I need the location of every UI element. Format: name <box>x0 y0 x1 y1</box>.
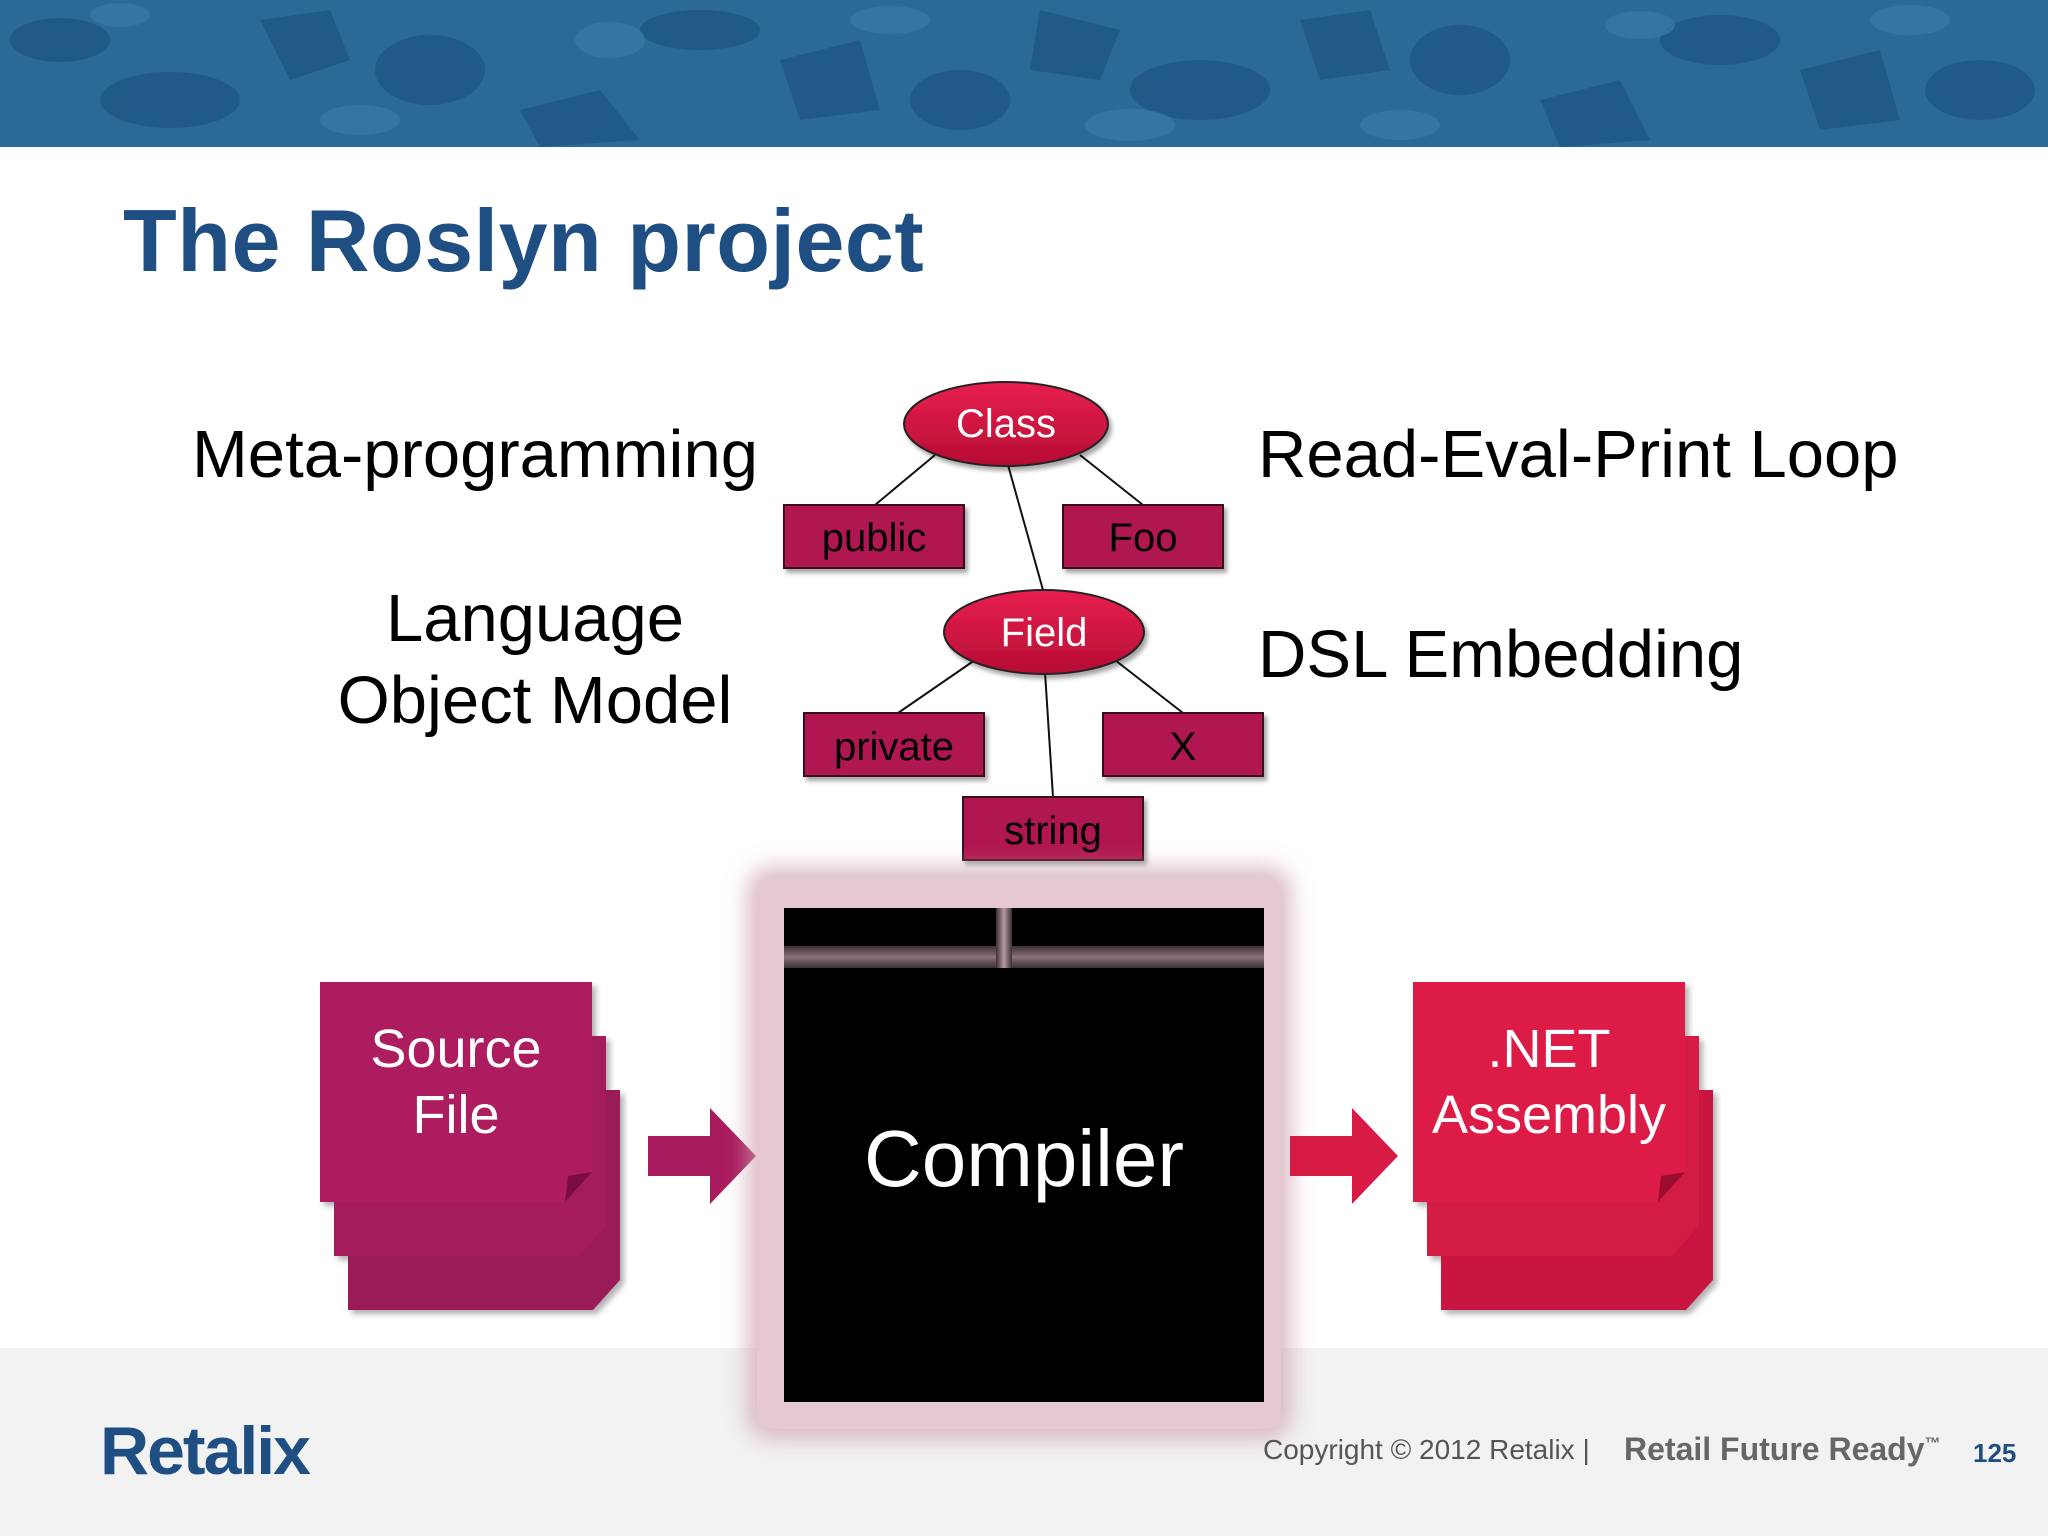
tree-edges <box>874 454 1184 798</box>
tagline-text: Retail Future Ready <box>1624 1431 1925 1467</box>
class-node-label: Class <box>956 402 1056 446</box>
field-node-label: Field <box>1001 611 1088 655</box>
trademark-symbol: ™ <box>1924 1435 1941 1453</box>
string-node-label: string <box>1004 809 1102 853</box>
tagline: Retail Future Ready™ <box>1624 1431 1941 1468</box>
edge-class-field <box>1007 464 1044 591</box>
syntax-tree-diagram: Class Field public Foo private X string <box>783 381 1264 861</box>
edge-field-string <box>1044 671 1054 798</box>
private-node-label: private <box>834 725 954 769</box>
x-node: X <box>1102 712 1264 777</box>
arrow-right-icon <box>648 1108 756 1204</box>
private-node: private <box>803 712 985 777</box>
edge-class-public <box>874 454 936 506</box>
net-assembly-stack-icon <box>1413 982 1713 1310</box>
source-file-stack-icon <box>320 982 620 1310</box>
net-assembly-line1: .NET <box>1487 1019 1611 1079</box>
repl-label: Read-Eval-Print Loop <box>1258 417 1899 492</box>
net-assembly-line2: Assembly <box>1431 1085 1667 1145</box>
public-node: public <box>783 504 965 569</box>
meta-programming-label: Meta-programming <box>192 417 758 492</box>
page-number: 125 <box>1973 1438 2017 1468</box>
compiler-box: Compiler <box>784 908 1264 1402</box>
x-node-label: X <box>1170 725 1197 769</box>
dsl-embedding-label: DSL Embedding <box>1258 617 1744 692</box>
source-file-line1: Source <box>370 1019 542 1079</box>
edge-field-private <box>897 659 976 714</box>
compiler-top-divider <box>996 908 1012 968</box>
retalix-logo: Retalix <box>100 1413 311 1489</box>
string-node: string <box>962 796 1144 861</box>
header-banner <box>0 0 2048 147</box>
language-object-model-line1: Language <box>385 581 685 656</box>
compiler-top-bar <box>784 946 1264 968</box>
slide-title: The Roslyn project <box>123 191 925 290</box>
compiler-label: Compiler <box>863 1114 1185 1203</box>
banner-pattern <box>0 0 2048 147</box>
class-node: Class <box>903 381 1109 467</box>
language-object-model-label: Language Object Model <box>330 578 740 742</box>
source-file-label: Source File <box>320 1016 592 1148</box>
foo-node: Foo <box>1062 504 1224 569</box>
copyright-text: Copyright © 2012 Retalix | <box>1263 1434 1590 1465</box>
foo-node-label: Foo <box>1109 516 1178 560</box>
public-node-label: public <box>822 516 927 560</box>
edge-field-x <box>1114 659 1184 714</box>
arrow-right-icon <box>1290 1108 1398 1204</box>
net-assembly-label: .NET Assembly <box>1413 1016 1685 1148</box>
source-file-line2: File <box>412 1085 500 1145</box>
field-node: Field <box>943 589 1145 675</box>
edge-class-foo <box>1079 454 1144 506</box>
language-object-model-line2: Object Model <box>337 663 733 738</box>
